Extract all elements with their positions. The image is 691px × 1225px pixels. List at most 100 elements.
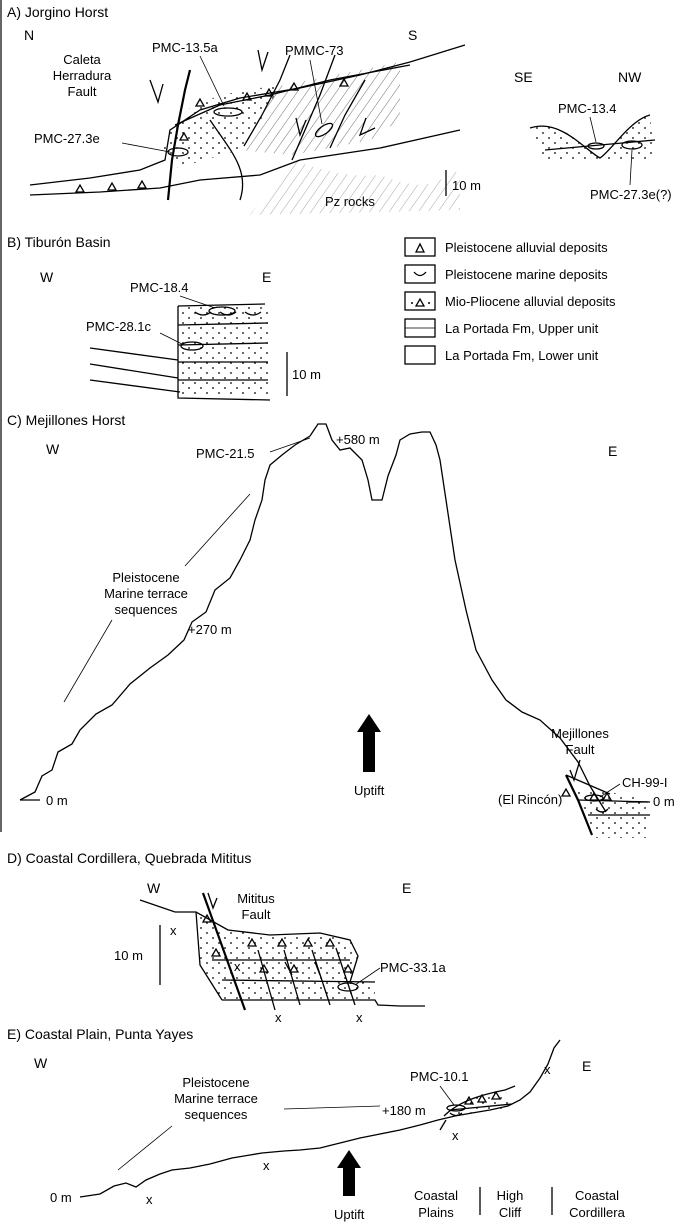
panel-a-inset-channel [529,114,651,159]
legend-label-1: Pleistocene alluvial deposits [445,240,608,255]
basement-x: x [452,1128,459,1143]
panel-a-sample-lens [314,122,334,138]
panel-e-leader [439,1085,455,1106]
panel-d-triangles [201,913,354,973]
panel-b-scale: 10 m [292,367,321,382]
panel-a: A) Jorgino Horst N S Calet [7,4,672,215]
basement-x: x [263,1158,270,1173]
panel-c-elev-mid: +270 m [188,622,232,637]
panel-c-fault-label-1: Mejillones [551,726,609,741]
panel-c-fault-arrow [569,759,581,782]
legend-label-2: Pleistocene marine deposits [445,267,608,282]
basement-x: x [170,923,177,938]
panel-d-scale: 10 m [114,948,143,963]
panel-a-scale: 10 m [452,178,481,193]
panel-a-south: S [408,27,417,43]
panel-e-terrace-label-2: Marine terrace [174,1091,258,1106]
panel-e-terrace-label-1: Pleistocene [182,1075,249,1090]
panel-e-shell [449,1112,463,1117]
zone-label-coastal-plains-2: Plains [418,1205,454,1220]
panel-c: C) Mejillones Horst W E PMC-21.5 +580 m … [7,412,675,838]
panel-c-fault-block [576,790,650,838]
legend-label-5: La Portada Fm, Lower unit [445,348,599,363]
panel-c-elev-right: 0 m [653,794,675,809]
panel-e-west: W [34,1055,48,1071]
panel-e-leader [283,1105,381,1110]
panel-a-inset-sample-2: PMC-27.3e(?) [590,187,672,202]
panel-a-inset-fill [530,115,655,162]
panel-a-fault-label-2: Herradura [53,68,112,83]
panel-d-sample-lens [337,982,359,992]
panel-a-layer-top [174,64,411,126]
panel-e-title: E) Coastal Plain, Punta Yayes [7,1026,193,1042]
panel-e-terrace-layer [449,1103,513,1111]
panel-e-topographic-profile [79,1039,561,1198]
panel-a-inset-lens [621,140,643,150]
panel-b-bed [89,363,179,379]
panel-a-leader [589,116,597,143]
panel-a-fault-arrow [149,79,164,105]
panel-c-terrace-label-3: sequences [115,602,178,617]
panel-c-uplift: Uptift [354,783,385,798]
panel-d-fault-arrows [284,961,321,976]
panel-b-layer [177,342,269,346]
panel-d-base [222,999,425,1007]
uplift-arrow-icon [357,714,381,772]
panel-a-sample-3: PMC-27.3e [34,131,100,146]
panel-d-mititus-fault [201,892,247,1011]
panel-c-sample-lens [584,794,604,802]
uplift-arrow-icon [337,1150,361,1196]
panel-a-inset-se: SE [514,69,533,85]
panel-b-top [177,303,266,307]
panel-d-fault-small [257,949,276,1011]
panel-b-outline [177,306,271,401]
legend-box [404,291,436,311]
panel-d-leader [354,967,381,986]
panel-c-east: E [608,443,617,459]
panel-b-upper-unit [178,306,268,396]
panel-b-bed [89,379,181,393]
panel-c-sample-right: CH-99-I [622,775,668,790]
basement-x: x [356,1010,363,1025]
panel-a-fault-arrow [358,117,376,137]
panel-e-uplift: Uptift [334,1207,365,1222]
panel-a-sample-2: PMMC-73 [285,43,344,58]
panel-b-sample-1: PMC-18.4 [130,280,189,295]
zone-label-coastal-cordillera-2: Cordillera [569,1205,625,1220]
panel-a-leader [199,55,225,107]
panel-b-layer [177,322,269,326]
panel-a-inset-sample-1: PMC-13.4 [558,101,617,116]
panel-a-fault-arrow [295,117,307,138]
panel-a-base [29,129,461,196]
panel-c-terrace-label-2: Marine terrace [104,586,188,601]
panel-a-leader [121,142,171,153]
panel-d-fault-arrow [207,892,218,910]
zone-label-coastal-cordillera-1: Coastal [575,1188,619,1203]
panel-c-shell [595,808,609,813]
panel-c-fault-layer [565,774,611,795]
panel-b-sample-2: PMC-28.1c [86,319,152,334]
panel-a-sample-lens [213,107,243,117]
panel-a-title: A) Jorgino Horst [7,4,108,20]
panel-d-layer [221,979,376,983]
zone-label-coastal-plains-1: Coastal [414,1188,458,1203]
panel-b-leader [179,295,216,309]
panel-e-terrace-edge [439,1119,447,1131]
legend-dot-triangle-icon [414,297,426,307]
legend-hatch-icon [404,345,436,365]
panel-d-fault-small [283,949,301,1006]
panel-c-elev-top: +580 m [336,432,380,447]
panel-c-fault-label-2: Fault [566,742,595,757]
panel-d-fault-small [335,947,356,1006]
panel-e-sample: PMC-10.1 [410,1069,469,1084]
panel-d-east: E [402,880,411,896]
zone-label-high-cliff-2: Cliff [499,1205,522,1220]
panel-e-terrace-deposit [444,1090,512,1118]
panel-b-bed [89,347,179,361]
panel-a-inset-nw: NW [618,69,642,85]
panel-a-fault-2 [209,119,244,201]
panel-d-surface [139,899,359,983]
panel-a-caleta-fault [166,69,192,201]
panel-e-elev: +180 m [382,1103,426,1118]
legend-label-3: Mio-Pliocene alluvial deposits [445,294,616,309]
